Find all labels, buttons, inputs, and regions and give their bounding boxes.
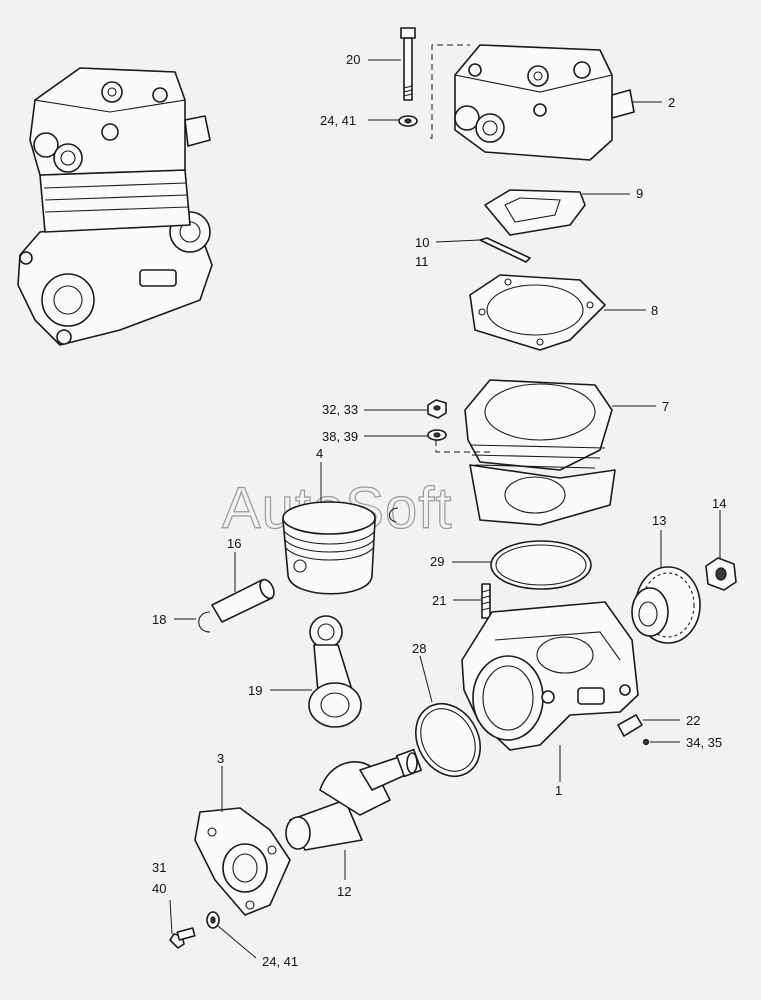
part-snap-ring-piston — [388, 507, 399, 523]
part-9-gasket — [484, 189, 586, 236]
callout-12: 12 — [337, 884, 351, 899]
callout-9: 9 — [636, 186, 643, 201]
dashed-assembly-line-top — [430, 44, 470, 139]
part-8-gasket — [469, 274, 606, 351]
callout-40: 40 — [152, 881, 166, 896]
part-24-41-washer-top — [398, 115, 418, 127]
callout-1: 1 — [555, 783, 562, 798]
callout-24-41-bottom: 24, 41 — [262, 954, 298, 969]
part-14-nut — [705, 557, 737, 591]
callout-34-35: 34, 35 — [686, 735, 722, 750]
callout-4: 4 — [316, 446, 323, 461]
part-20-head-bolt — [400, 27, 416, 101]
callout-3: 3 — [217, 751, 224, 766]
part-7-cylinder — [464, 379, 616, 526]
part-1-crankcase — [461, 601, 639, 751]
callout-21: 21 — [432, 593, 446, 608]
part-19-connecting-rod — [308, 615, 362, 728]
callout-29: 29 — [430, 554, 444, 569]
part-22-cover-plate — [617, 714, 643, 737]
callout-14: 14 — [712, 496, 726, 511]
part-34-35-screw — [642, 738, 650, 746]
callout-13: 13 — [652, 513, 666, 528]
callout-18: 18 — [152, 612, 166, 627]
part-29-o-ring — [490, 540, 592, 590]
callout-24-41-top: 24, 41 — [320, 113, 356, 128]
part-3-end-cover — [194, 807, 291, 916]
callout-22: 22 — [686, 713, 700, 728]
callout-19: 19 — [248, 683, 262, 698]
part-31-40-bolt — [169, 927, 196, 949]
callout-10: 10 — [415, 235, 429, 250]
part-12-crankshaft — [285, 748, 423, 851]
part-2-cylinder-head — [453, 44, 635, 161]
callout-16: 16 — [227, 536, 241, 551]
callout-2: 2 — [668, 95, 675, 110]
part-18-snap-ring — [198, 611, 211, 633]
callout-7: 7 — [662, 399, 669, 414]
part-38-39-washer — [427, 429, 447, 441]
callout-11: 11 — [415, 254, 429, 269]
part-4-piston — [282, 501, 376, 595]
callout-8: 8 — [651, 303, 658, 318]
dashed-assembly-line-middle — [435, 440, 490, 453]
callout-38-39: 38, 39 — [322, 429, 358, 444]
part-21-stud — [481, 583, 491, 619]
callout-31: 31 — [152, 860, 166, 875]
callout-28: 28 — [412, 641, 426, 656]
part-28-o-ring — [415, 703, 481, 777]
part-32-33-nut — [427, 399, 447, 419]
part-13-gear — [631, 566, 701, 644]
part-10-11-reed-valve — [479, 237, 531, 263]
assembled-compressor — [17, 67, 213, 346]
callout-32-33: 32, 33 — [322, 402, 358, 417]
part-16-piston-pin — [211, 578, 275, 623]
leader-lines — [169, 59, 721, 959]
part-24-41-washer-bottom — [206, 911, 220, 929]
callout-20: 20 — [346, 52, 360, 67]
callout-labels: 20 24, 41 2 9 10 11 8 32, 33 7 38, 39 4 … — [152, 52, 726, 969]
